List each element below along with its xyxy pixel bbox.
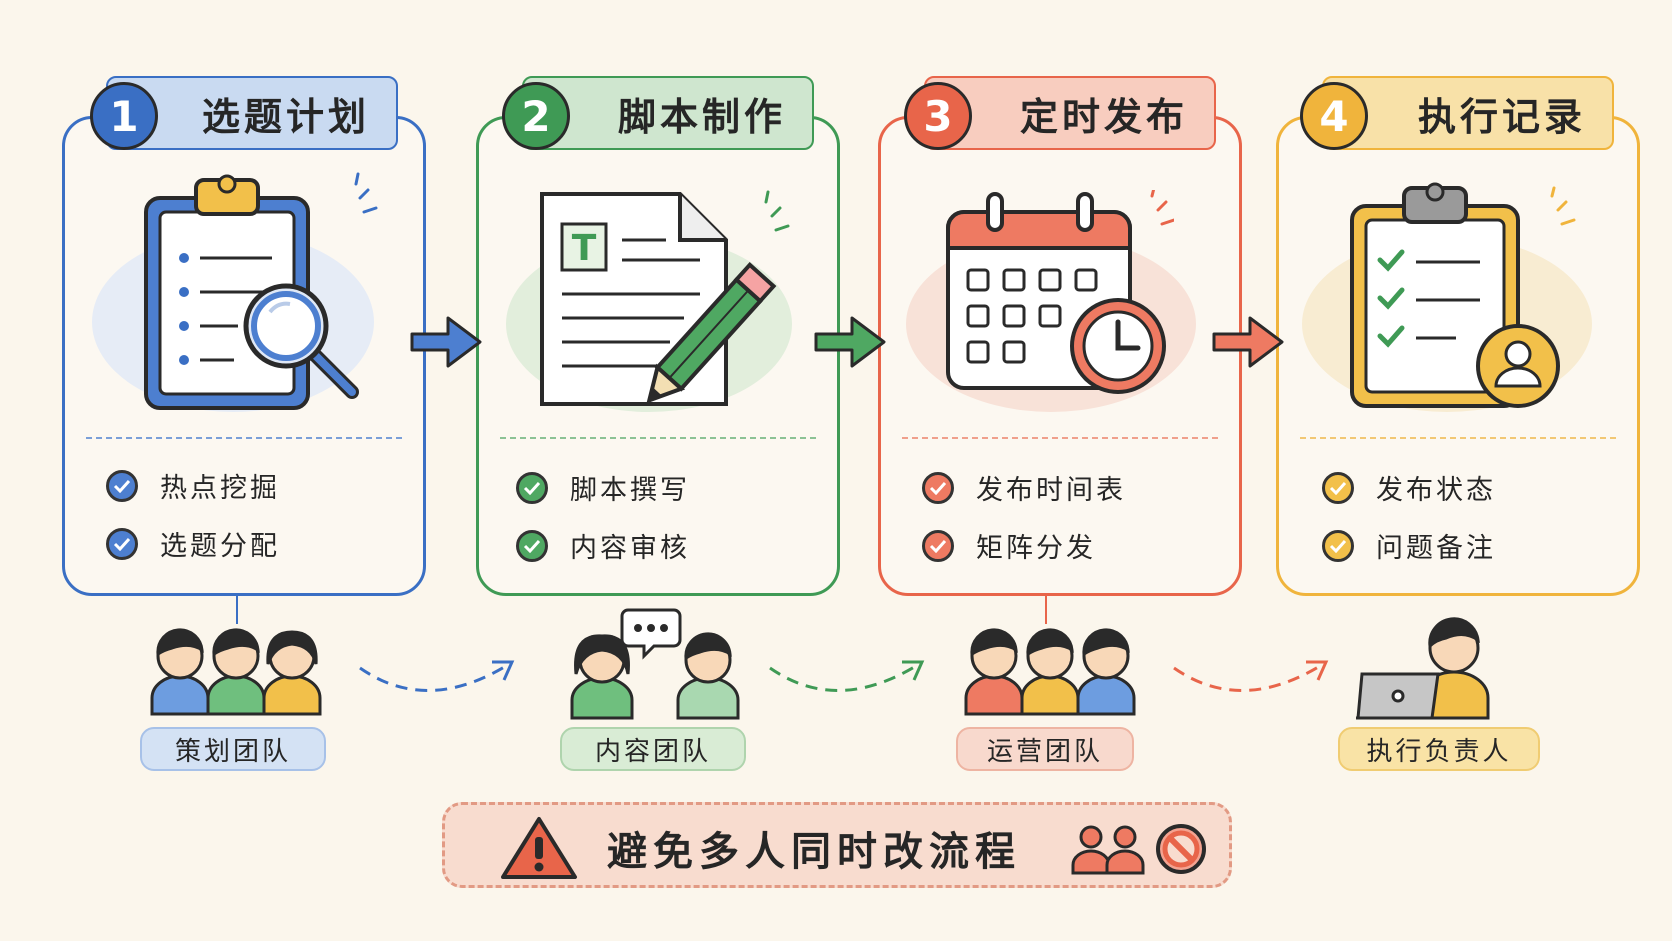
- step-2-title: 脚本制作: [618, 94, 787, 139]
- doc-letter: T: [572, 228, 597, 269]
- clipboard-search-icon: [144, 172, 378, 410]
- step-4-number: 4: [1300, 82, 1368, 150]
- group-icon: [1071, 825, 1145, 875]
- document-pencil-icon: T: [540, 190, 790, 406]
- arrow-right-icon: [814, 316, 886, 368]
- team-4-person-laptop-icon: [1356, 617, 1490, 720]
- step-2-divider: [500, 437, 816, 439]
- calendar-clock-icon: [946, 190, 1174, 394]
- check-icon: [1322, 471, 1354, 504]
- team-3-people-icon: [964, 628, 1136, 716]
- team-3-label: 运营团队: [956, 727, 1134, 771]
- step-4-item-2: 问题备注: [1322, 526, 1496, 565]
- step-1-divider: [86, 437, 402, 439]
- dashed-arrow-icon: [359, 660, 515, 692]
- checklist-user-icon: [1350, 182, 1576, 408]
- step-1-item-1: 热点挖掘: [106, 466, 280, 505]
- step-3-number: 3: [904, 82, 972, 150]
- step-2-item-2: 内容审核: [516, 526, 690, 565]
- step-2-item-1: 脚本撰写: [516, 468, 690, 507]
- check-icon: [922, 529, 954, 562]
- step-2-title-badge: 脚本制作: [522, 76, 815, 150]
- check-icon: [106, 527, 138, 560]
- warning-banner: 避免多人同时改流程: [442, 802, 1232, 888]
- no-entry-icon: [1156, 824, 1206, 874]
- check-icon: [922, 471, 954, 504]
- step-4-divider: [1300, 437, 1616, 439]
- warning-icon: [501, 817, 577, 879]
- warning-text: 避免多人同时改流程: [607, 829, 1021, 875]
- connector-line: [236, 594, 238, 624]
- connector-line: [1045, 594, 1047, 624]
- step-3-title: 定时发布: [1020, 94, 1189, 139]
- team-4-label: 执行负责人: [1338, 727, 1540, 771]
- step-4-title: 执行记录: [1418, 94, 1587, 139]
- team-1-label: 策划团队: [140, 727, 326, 771]
- step-1-item-2: 选题分配: [106, 524, 280, 563]
- step-3-item-1: 发布时间表: [922, 468, 1126, 507]
- dashed-arrow-icon: [769, 660, 925, 692]
- step-4-item-1: 发布状态: [1322, 468, 1496, 507]
- check-icon: [106, 469, 138, 502]
- dashed-arrow-icon: [1173, 660, 1329, 692]
- step-4-title-badge: 执行记录: [1322, 76, 1615, 150]
- step-1-title-badge: 选题计划: [106, 76, 399, 150]
- check-icon: [1322, 529, 1354, 562]
- step-1-number: 1: [90, 82, 158, 150]
- team-1-people-icon: [150, 628, 322, 716]
- arrow-right-icon: [410, 316, 482, 368]
- team-2-people-icon: [570, 608, 740, 720]
- check-icon: [516, 529, 548, 562]
- step-3-divider: [902, 437, 1218, 439]
- step-3-title-badge: 定时发布: [924, 76, 1217, 150]
- step-2-number: 2: [502, 82, 570, 150]
- check-icon: [516, 471, 548, 504]
- team-2-label: 内容团队: [560, 727, 746, 771]
- step-1-title: 选题计划: [202, 94, 371, 139]
- step-3-item-2: 矩阵分发: [922, 526, 1096, 565]
- arrow-right-icon: [1212, 316, 1284, 368]
